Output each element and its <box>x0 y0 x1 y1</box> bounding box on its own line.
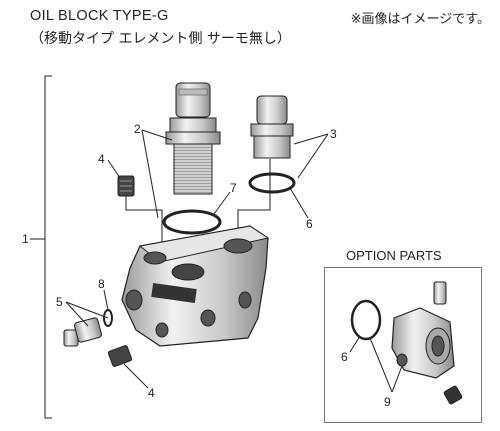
callout-7: 7 <box>230 181 237 195</box>
callout-2: 2 <box>134 122 141 136</box>
oil-block <box>121 225 270 347</box>
option-parts-title: OPTION PARTS <box>346 248 442 263</box>
diagram-subtitle: （移動タイプ エレメント側 サーモ無し） <box>30 31 291 47</box>
callout-6-option: 6 <box>341 350 348 364</box>
option-parts-frame <box>324 267 482 423</box>
callout-4-bottom: 4 <box>148 386 155 400</box>
callout-4-top: 4 <box>98 152 105 166</box>
callout-1: 1 <box>22 232 29 246</box>
plug-bottom <box>107 345 133 367</box>
o-ring-large <box>162 209 222 235</box>
plug-top <box>117 175 163 250</box>
assembly-bracket <box>30 75 52 419</box>
callout-5: 5 <box>56 295 63 309</box>
o-ring-small <box>248 172 296 194</box>
diagram-title: OIL BLOCK TYPE-G <box>30 8 169 24</box>
fitting-small <box>250 95 294 159</box>
fitting-large <box>165 82 221 195</box>
callout-3: 3 <box>330 127 337 141</box>
callout-9: 9 <box>384 395 391 409</box>
option-adapter <box>350 281 463 405</box>
drain-plug-left <box>63 309 113 347</box>
callout-8: 8 <box>98 277 105 291</box>
callout-6-main: 6 <box>306 217 313 231</box>
image-disclaimer: ※画像はイメージです。 <box>350 12 490 27</box>
